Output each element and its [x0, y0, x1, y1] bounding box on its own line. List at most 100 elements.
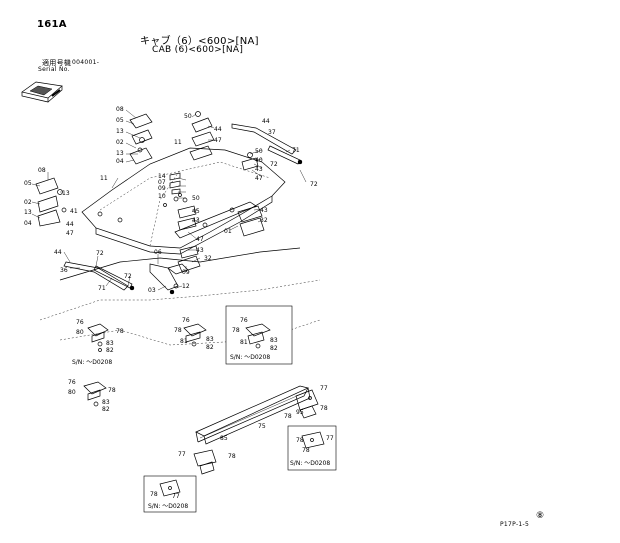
callout-label: 82 [206, 344, 214, 351]
callout-label: 44 [262, 118, 270, 125]
callout-label: 11 [174, 139, 182, 146]
callout-label: 78 [108, 387, 116, 394]
callout-label: 12 [182, 283, 190, 290]
callout-label: 13 [116, 128, 124, 135]
slide-rail-left [63, 261, 135, 291]
callout-label: 72 [96, 250, 104, 257]
serial-label-japanese: 適用号機 [42, 59, 72, 67]
callout-label: 13 [24, 209, 32, 216]
callout-label: 09 [182, 269, 190, 276]
plate-mark-symbol: ⑧ [536, 511, 545, 521]
callout-label: 71 [292, 147, 300, 154]
callout-label: 02 [116, 139, 124, 146]
callout-label: 08 [116, 106, 124, 113]
callout-label: 77 [320, 385, 328, 392]
callout-label: 50 [255, 148, 263, 155]
page-code: 161A [37, 19, 67, 30]
serial-label-english: Serial No. [38, 66, 70, 73]
callout-label: 44 [54, 249, 62, 256]
detail-box-sn-3 [287, 425, 337, 471]
callout-label: 05 [24, 180, 32, 187]
callout-label: 78 [320, 405, 328, 412]
callout-label: 06 [154, 249, 162, 256]
callout-label: 78 [150, 491, 158, 498]
callout-label: 43 [255, 166, 263, 173]
callout-label: 76 [240, 317, 248, 324]
damper-mount-detail-3 [245, 323, 271, 349]
callout-label: 11 [100, 175, 108, 182]
callout-label: 37 [268, 129, 276, 136]
callout-label: 41 [70, 208, 78, 215]
callout-label: 32 [204, 255, 212, 262]
rail-bracket-detail-left [159, 479, 181, 497]
callout-label: 76 [68, 379, 76, 386]
callout-label: 47 [255, 175, 263, 182]
callout-label: 80 [76, 329, 84, 336]
callout-label: 77 [326, 435, 334, 442]
callout-label: 77 [178, 451, 186, 458]
long-step-rail [195, 385, 311, 445]
callout-label: 83 [270, 337, 278, 344]
callout-label: 78 [232, 327, 240, 334]
serial-notes: S/N: ～D0208 S/N: ～D0208 S/N: ～D0208 S/N:… [72, 354, 330, 510]
bracket-lower-right [177, 245, 201, 273]
sn-note: S/N: ～D0208 [72, 359, 112, 366]
callout-label: 50 [192, 195, 200, 202]
callout-labels: 08 05 13 02 13 04 50 44 44 37 11 47 11 5… [24, 106, 334, 500]
callout-label: 43 [260, 207, 268, 214]
callout-label: 78 [116, 328, 124, 335]
callout-label: 78 [284, 413, 292, 420]
callout-label: 44 [66, 221, 74, 228]
callout-label: 85 [220, 435, 228, 442]
callout-label: 43 [192, 217, 200, 224]
callout-label: 72 [270, 161, 278, 168]
callout-label: 09 [158, 185, 166, 192]
detail-box-sn-4 [143, 475, 197, 513]
callout-label: 47 [196, 236, 204, 243]
callout-label: 02 [24, 199, 32, 206]
damper-mount-detail-1 [87, 323, 109, 352]
bracket-left-lower [35, 177, 67, 227]
callout-label: 13 [62, 190, 70, 197]
bracket-right-middle [237, 205, 265, 237]
fastener-stack-center [169, 172, 181, 202]
leader-lines [31, 109, 307, 291]
location-thumbnail [21, 81, 63, 103]
callout-label: 47 [214, 137, 222, 144]
callout-label: 78 [302, 447, 310, 454]
callout-label: 81 [180, 338, 188, 345]
sn-note: S/N: ～D0208 [230, 354, 270, 361]
callout-label: 72 [310, 181, 318, 188]
callout-label: 82 [106, 347, 114, 354]
callout-label: 44 [214, 126, 222, 133]
callout-label: 01 [224, 228, 232, 235]
callout-label: 78 [228, 453, 236, 460]
callout-label: 04 [24, 220, 32, 227]
callout-label: 77 [172, 493, 180, 500]
callout-label: 81 [240, 339, 248, 346]
callout-label: 08 [38, 167, 46, 174]
title-japanese: キャブ（6）<600>[NA] [140, 36, 259, 47]
detail-box-sn-1 [225, 305, 293, 365]
serial-value: 004001- [72, 59, 100, 66]
callout-label: 40 [255, 157, 263, 164]
callout-label: 72 [124, 273, 132, 280]
callout-label: 95 [296, 409, 304, 416]
callout-label: 05 [116, 117, 124, 124]
callout-label: 78 [296, 437, 304, 444]
footer-code: P17P-1-5 [500, 521, 530, 528]
callout-label: 04 [116, 158, 124, 165]
callout-label: 76 [76, 319, 84, 326]
callout-label: 45 [192, 208, 200, 215]
title-english: CAB (6)<600>[NA] [152, 45, 244, 55]
callout-label: 76 [182, 317, 190, 324]
callout-label: 32 [260, 217, 268, 224]
callout-label: 82 [102, 406, 110, 413]
callout-label: 83 [106, 340, 114, 347]
sn-note: S/N: ～D0208 [290, 460, 330, 467]
callout-label: 83 [206, 336, 214, 343]
callout-label: 50 [184, 113, 192, 120]
callout-label: 43 [196, 247, 204, 254]
callout-label: 78 [174, 327, 182, 334]
